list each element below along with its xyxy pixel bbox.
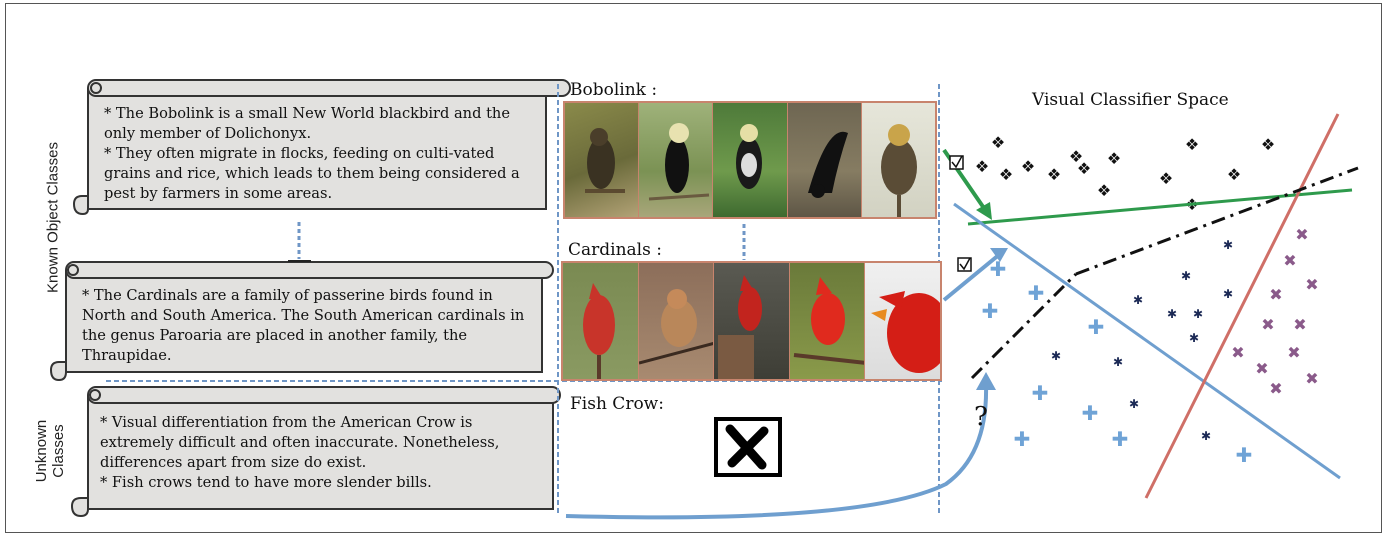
navy-class-point: ✱ <box>1167 307 1177 321</box>
purple-class-point: ✖ <box>1293 315 1306 334</box>
blue-class-point: ✚ <box>1028 281 1045 305</box>
navy-class-point: ✱ <box>1181 269 1191 283</box>
fish-crow-arrow-head <box>976 372 996 390</box>
purple-class-point: ✖ <box>1261 315 1274 334</box>
known-classifier-line <box>1076 168 1358 274</box>
known-class-point: ❖ <box>1261 135 1275 154</box>
purple-class-point: ✖ <box>1305 275 1318 294</box>
purple-class-point: ✖ <box>1283 251 1296 270</box>
known-class-point: ❖ <box>1227 165 1241 184</box>
blue-class-point: ✚ <box>982 299 999 323</box>
navy-class-point: ✱ <box>1051 349 1061 363</box>
navy-class-point: ✱ <box>1223 238 1233 252</box>
figure-frame: Known Object Classes Unknown Classes <box>5 3 1382 533</box>
check-box-icon <box>958 258 971 271</box>
known-class-point: ❖ <box>1047 165 1061 184</box>
purple-class-point: ✖ <box>1255 359 1268 378</box>
known-class-point: ❖ <box>1185 135 1199 154</box>
blue-class-point: ✚ <box>1236 443 1253 467</box>
navy-class-point: ✱ <box>1193 307 1203 321</box>
purple-class-point: ✖ <box>1231 343 1244 362</box>
known-class-point: ❖ <box>999 165 1013 184</box>
green-classifier-line <box>968 190 1352 224</box>
known-class-point: ❖ <box>1077 159 1091 178</box>
known-class-point: ❖ <box>1097 181 1111 200</box>
question-mark: ? <box>974 402 988 432</box>
purple-class-point: ✖ <box>1287 343 1300 362</box>
known-class-point: ❖ <box>975 157 989 176</box>
known-class-point: ❖ <box>991 133 1005 152</box>
known-class-point: ❖ <box>1021 157 1035 176</box>
known-class-point: ❖ <box>1159 169 1173 188</box>
check-box-icon <box>950 156 963 169</box>
navy-class-point: ✱ <box>1223 287 1233 301</box>
navy-class-point: ✱ <box>1201 429 1211 443</box>
fish-crow-arrow <box>566 384 986 517</box>
known-class-point: ❖ <box>1107 149 1121 168</box>
purple-class-point: ✖ <box>1269 379 1282 398</box>
classifier-space-plot: ❖ ❖ ❖ ❖ ❖ ❖ ❖ ❖ ❖ ❖ ❖ ❖ ❖ ❖ ✚ ✚ ✚ ✚ ✚ ✚ … <box>6 4 1383 534</box>
navy-class-point: ✱ <box>1133 293 1143 307</box>
blue-class-point: ✚ <box>1082 401 1099 425</box>
purple-class-point: ✖ <box>1295 225 1308 244</box>
red-classifier-line <box>1146 114 1338 498</box>
purple-class-point: ✖ <box>1269 285 1282 304</box>
navy-class-point: ✱ <box>1189 331 1199 345</box>
blue-class-point: ✚ <box>1014 427 1031 451</box>
blue-class-point: ✚ <box>1032 381 1049 405</box>
navy-class-point: ✱ <box>1113 355 1123 369</box>
purple-class-point: ✖ <box>1305 369 1318 388</box>
blue-classifier-line <box>954 204 1340 478</box>
blue-class-point: ✚ <box>1112 427 1129 451</box>
blue-class-point: ✚ <box>1088 315 1105 339</box>
navy-class-point: ✱ <box>1129 397 1139 411</box>
